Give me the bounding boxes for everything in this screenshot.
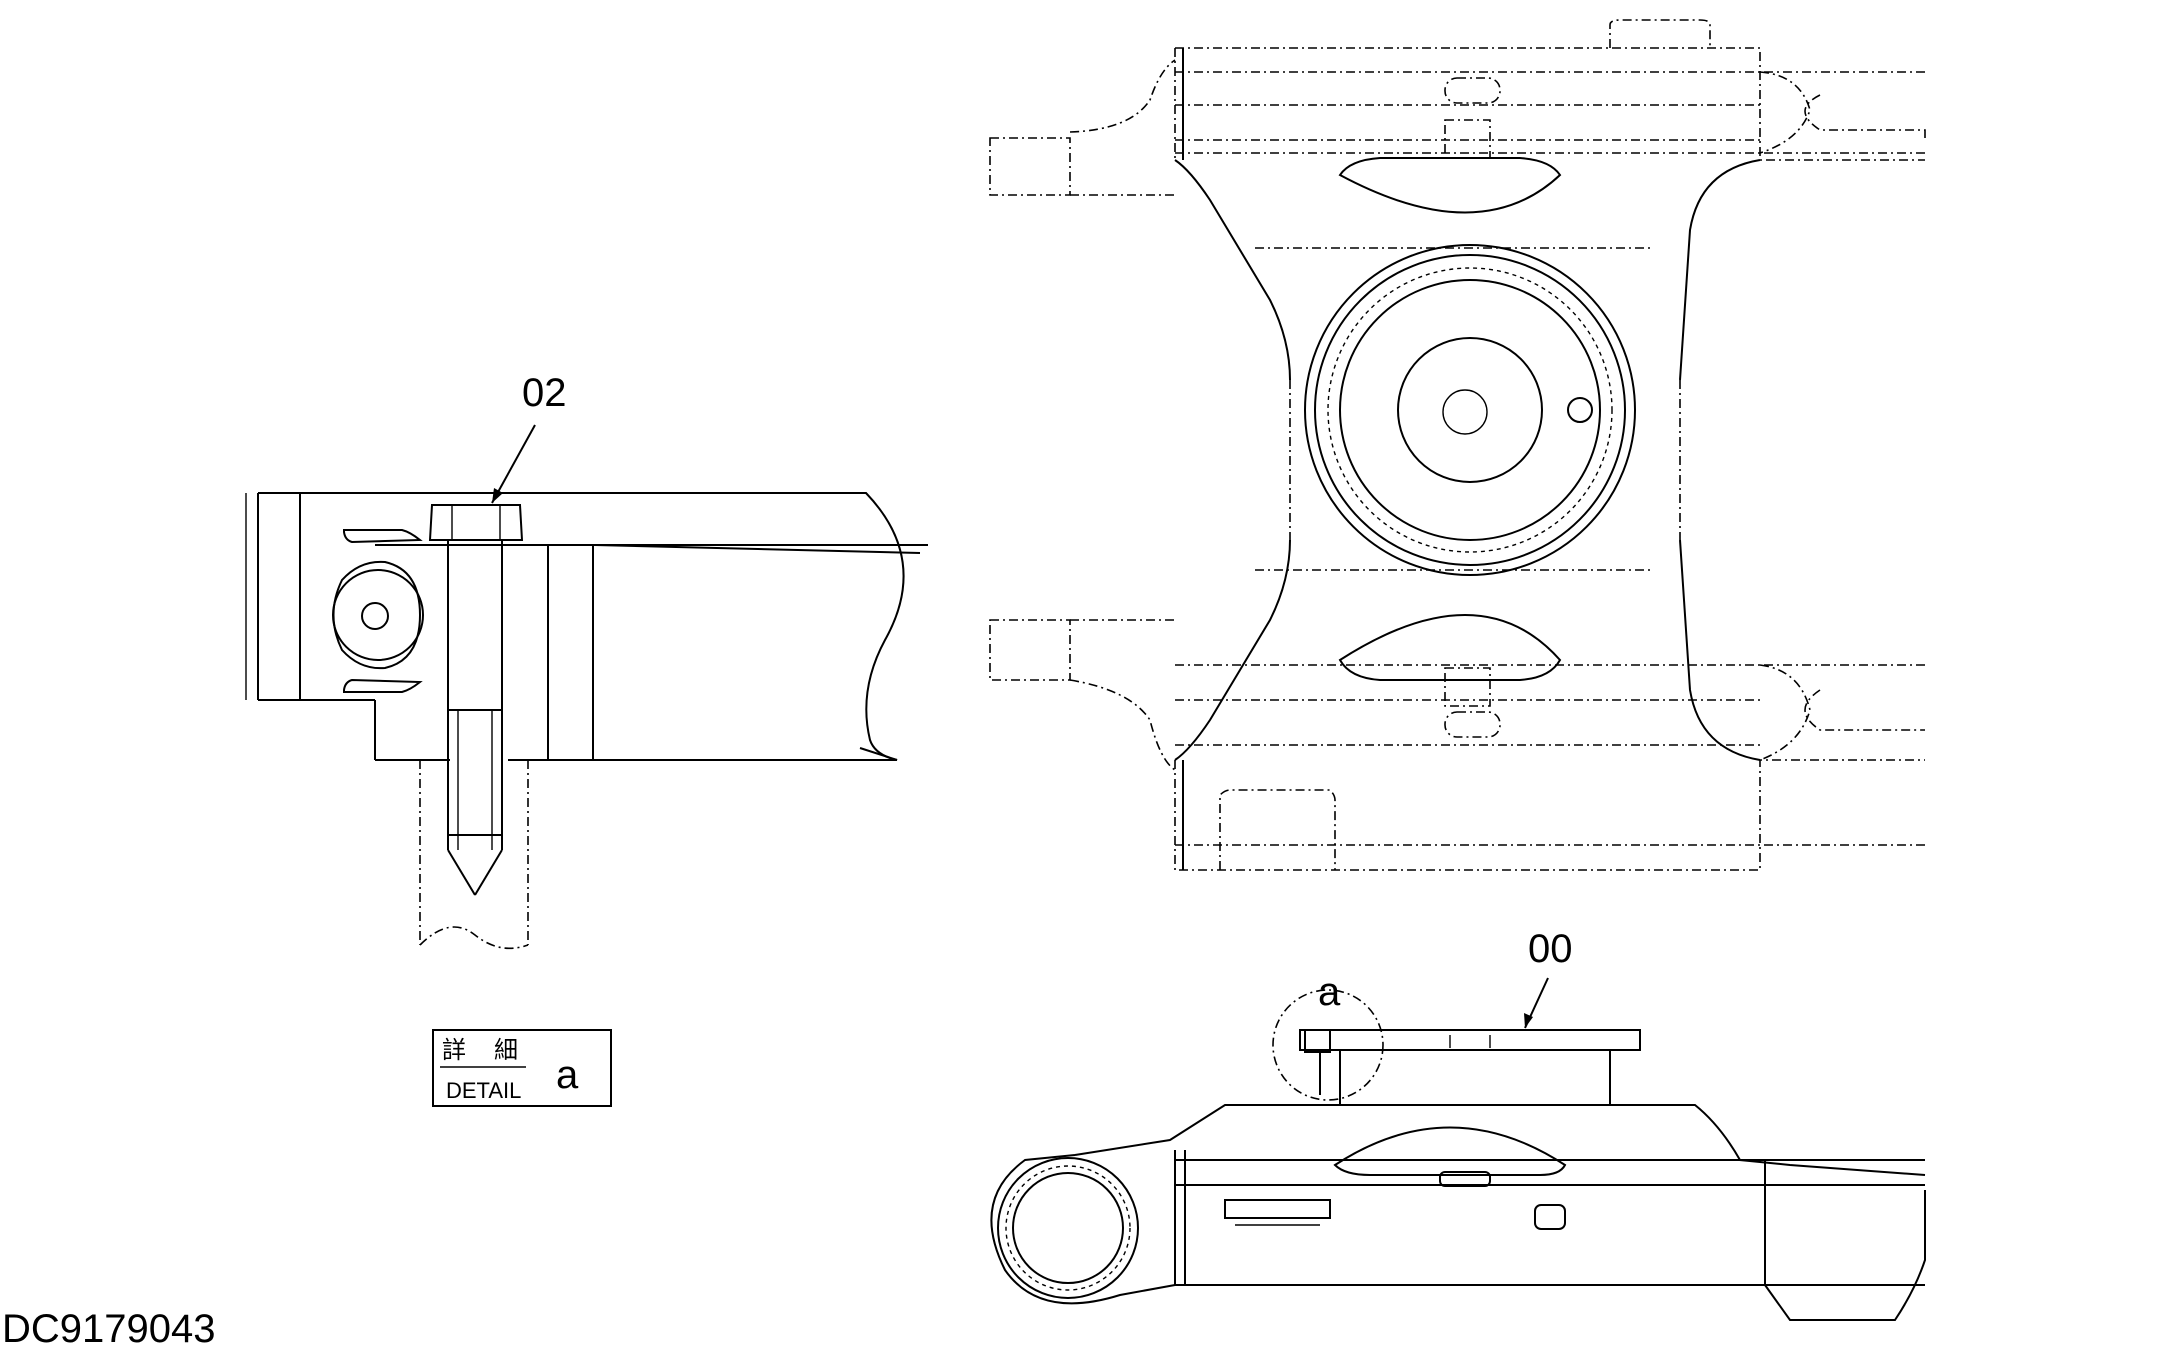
- detail-box: [432, 1029, 612, 1107]
- callout-00-label: 00: [1528, 927, 1573, 971]
- detail-letter: a: [556, 1053, 579, 1097]
- drawing-id: DC9179043: [2, 1307, 216, 1345]
- top-view-frame: [989, 19, 1926, 871]
- side-view-frame: [990, 977, 1926, 1321]
- detail-en-label: DETAIL: [446, 1078, 521, 1103]
- callout-02-label: 02: [522, 371, 567, 415]
- detail-jp-char-1: 詳: [442, 1036, 466, 1064]
- callout-a-label: a: [1318, 970, 1341, 1014]
- detail-a-view: [245, 424, 928, 950]
- detail-jp-char-2: 細: [494, 1036, 518, 1064]
